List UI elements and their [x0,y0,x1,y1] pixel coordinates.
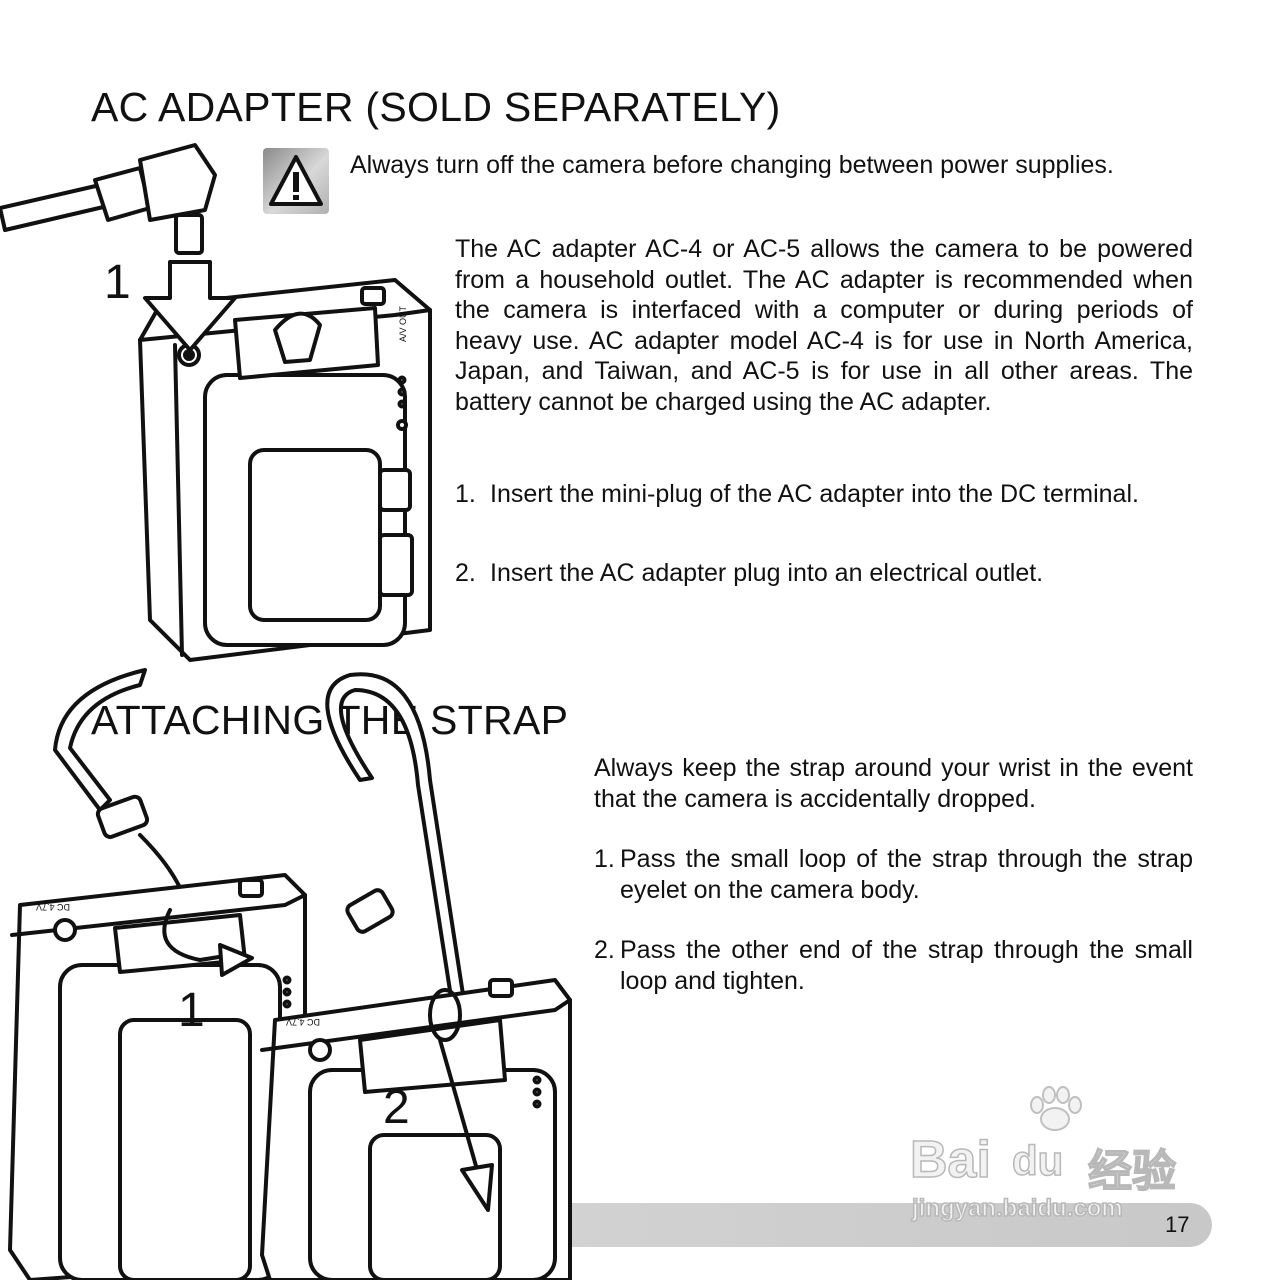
warning-box [263,148,329,214]
ac-step-number: 2. [455,558,476,587]
page-number: 17 [1165,1212,1190,1237]
strap-cam2-dc-label: DC 4.7V [286,1017,320,1027]
watermark-url: jingyan.baidu.com [911,1194,1123,1223]
ac-steps-list: 1. Insert the mini-plug of the AC adapte… [455,479,1193,588]
strap-step-number: 1. [594,845,615,873]
baidu-watermark: Bai du 经验 jingyan.baidu.com [900,1085,1210,1225]
ac-av-out-label: A/V OUT [398,305,408,342]
ac-step-number: 1. [455,480,476,508]
watermark-brand: Bai [909,1130,991,1190]
warning-triangle-icon [269,155,323,206]
ac-step-text: Insert the AC adapter plug into an elect… [490,558,1044,587]
strap-step-1: 1. Pass the small loop of the strap thro… [594,844,1193,905]
strap-intro-text: Always keep the strap around your wrist … [594,754,1193,813]
strap-figure-callout-1: 1 [178,984,205,1037]
strap-step-text: Pass the small loop of the strap through… [620,845,1193,904]
ac-intro-text: The AC adapter AC-4 or AC-5 allows the c… [455,235,1193,416]
ac-step-text: Insert the mini-plug of the AC adapter i… [490,480,1139,508]
ac-adapter-illustration: A/V OUT [0,143,432,662]
paw-icon [1030,1086,1082,1131]
strap-step-text: Pass the other end of the strap through … [620,936,1193,995]
warning-text: Always turn off the camera before changi… [350,151,1114,179]
strap-cam1-dc-label: DC 4.7V [36,902,70,912]
ac-step-1: 1. Insert the mini-plug of the AC adapte… [455,479,1193,510]
ac-adapter-title: AC ADAPTER (SOLD SEPARATELY) [91,84,781,130]
strap-figure-callout-2: 2 [383,1081,410,1134]
ac-figure-callout: 1 [104,256,131,309]
ac-step-2: 2. Insert the AC adapter plug into an el… [455,558,1193,589]
watermark-brand-du: du [1011,1136,1064,1185]
strap-steps-list: 1. Pass the small loop of the strap thro… [594,844,1193,996]
strap-step-2: 2. Pass the other end of the strap throu… [594,935,1193,996]
strap-illustration: DC 4.7V DC 4.7V [8,668,572,1280]
watermark-suffix: 经验 [1087,1146,1177,1197]
strap-step-number: 2. [594,936,615,964]
